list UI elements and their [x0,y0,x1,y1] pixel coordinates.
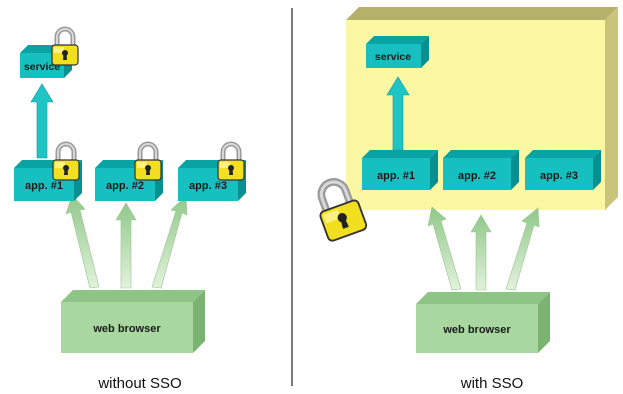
left-service-lock-icon [52,29,78,65]
left-app-2-label: app. #2 [106,180,144,192]
left-app-2: app. #2 [95,160,163,201]
left-app-3-lock-icon [218,144,244,180]
right-browser-label: web browser [442,324,511,336]
left-panel: service app. #1 app. #2 app. #3 [14,29,246,392]
left-web-browser: web browser [61,290,205,353]
right-panel: service app. #1 app. #2 app. #3 [311,7,618,392]
left-app-3-label: app. #3 [189,180,227,192]
right-web-browser: web browser [416,292,550,353]
right-app-3: app. #3 [525,150,601,190]
right-app-2-label: app. #2 [458,170,496,182]
right-browser-arrows [427,206,540,291]
right-service-label: service [375,51,411,63]
right-service-box: service [366,36,429,68]
left-caption: without SSO [97,375,181,392]
right-app-2: app. #2 [443,150,519,190]
left-app-1-label: app. #1 [25,180,63,192]
left-service-arrow [30,83,54,159]
right-app-1-label: app. #1 [377,170,415,182]
left-browser-arrows [65,194,188,289]
right-app-1: app. #1 [362,150,438,190]
left-app-1-lock-icon [53,144,79,180]
right-service-arrow [386,76,410,151]
right-caption: with SSO [460,375,524,392]
left-service-label: service [24,61,60,73]
right-app-3-label: app. #3 [540,170,578,182]
left-app-2-lock-icon [135,144,161,180]
left-browser-label: web browser [92,323,161,335]
